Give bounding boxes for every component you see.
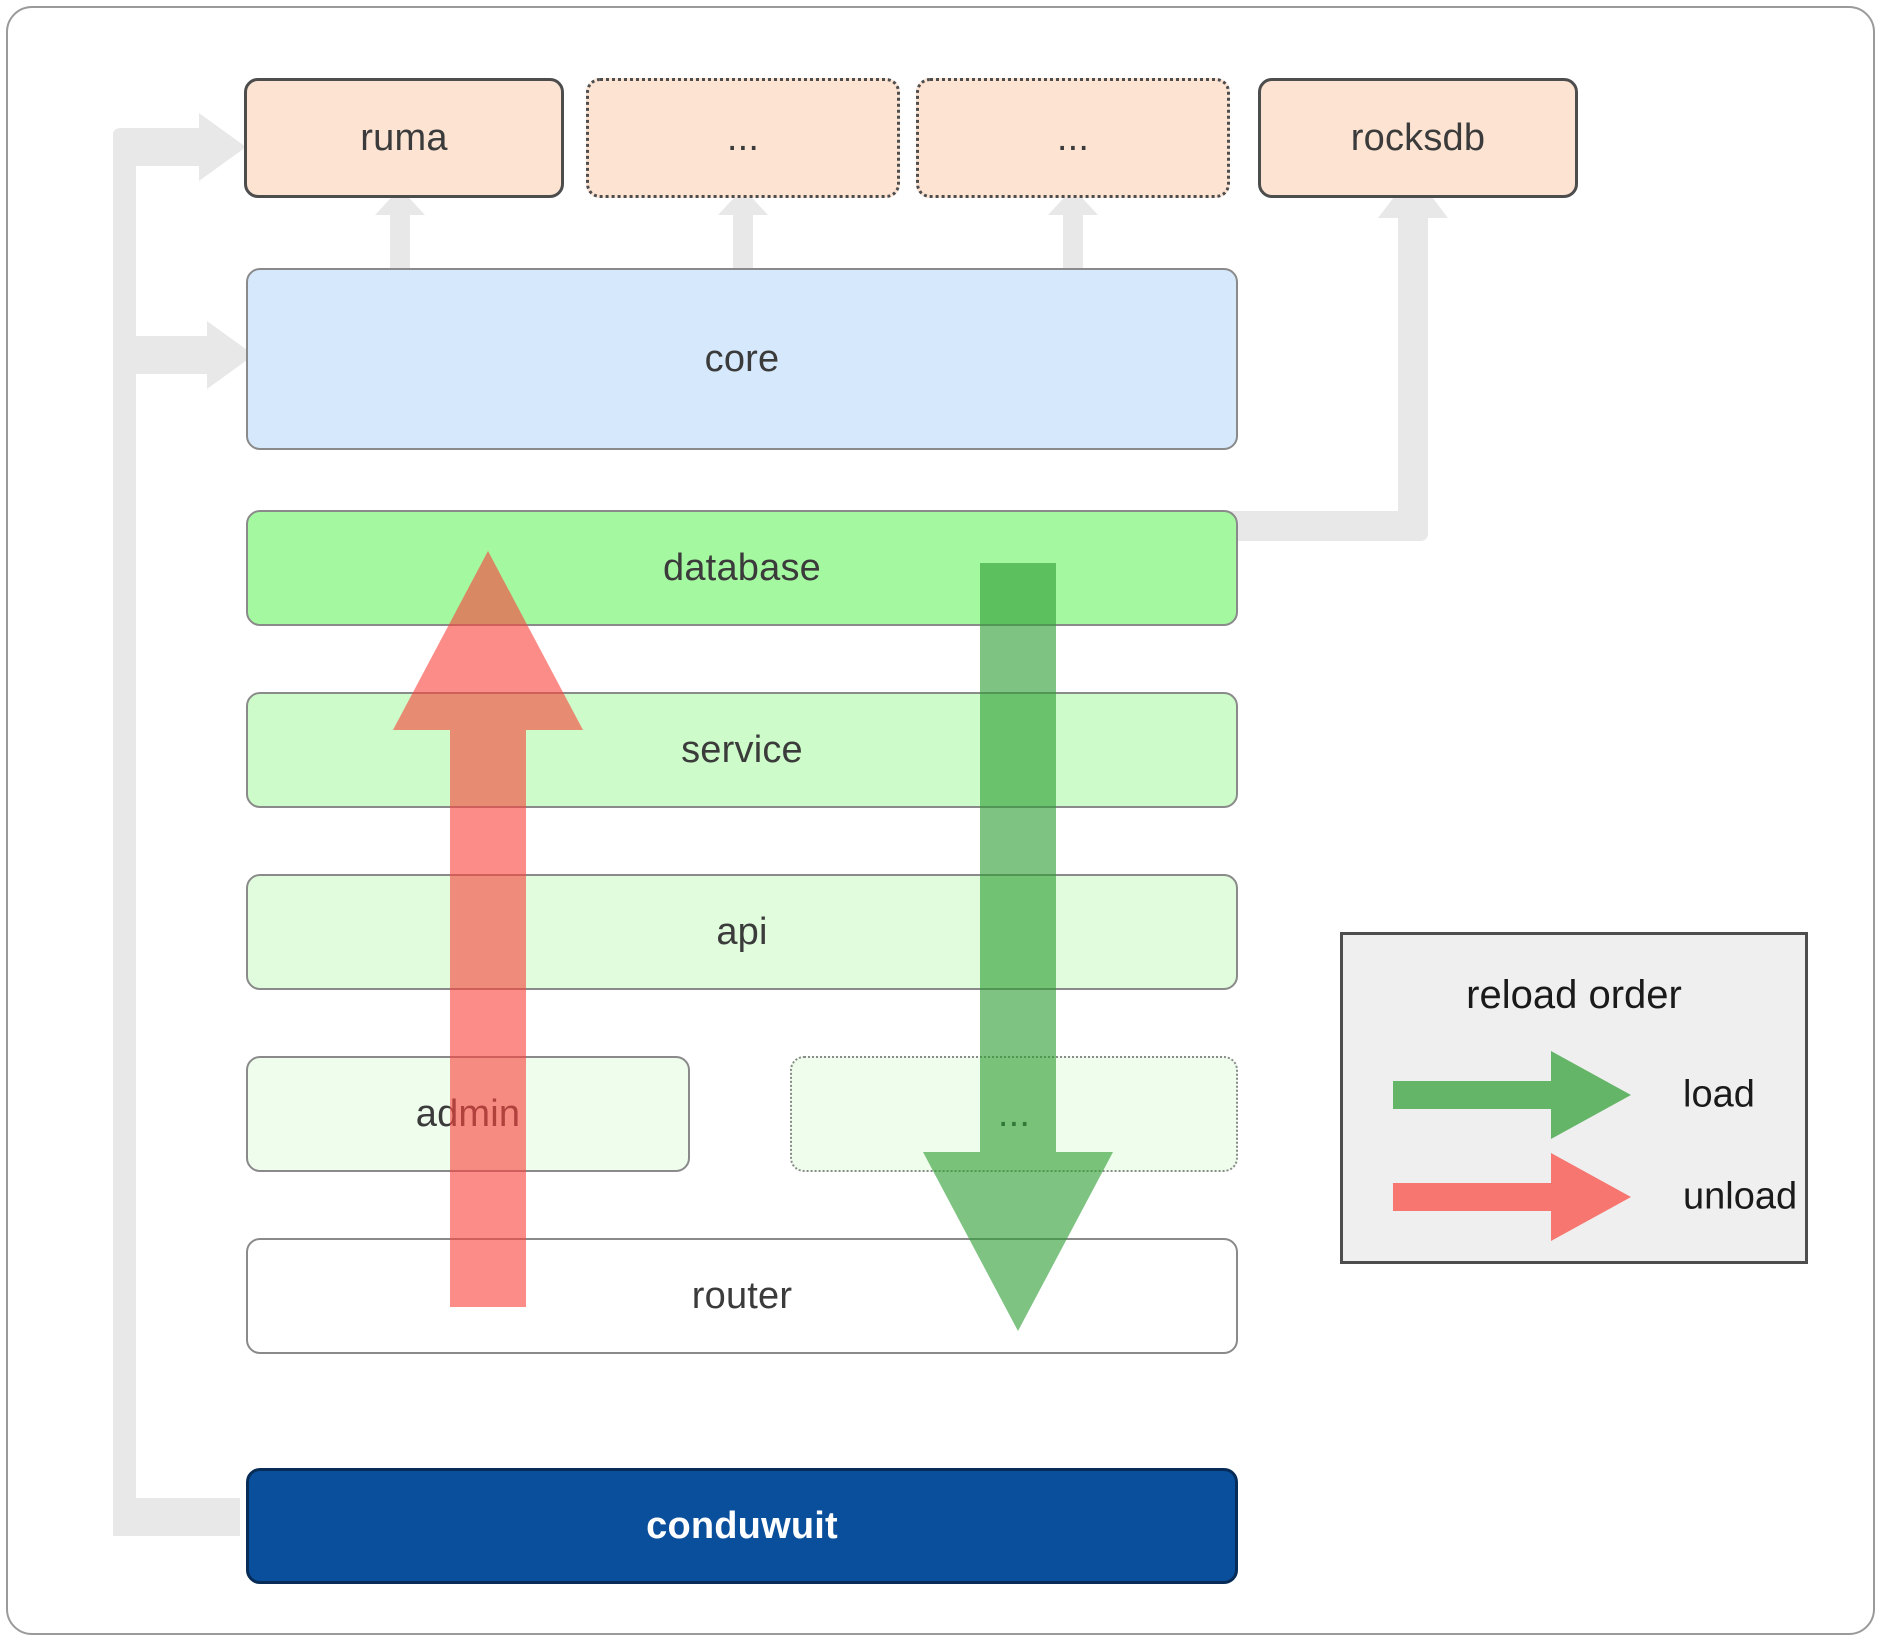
layer-api[interactable]: api — [246, 874, 1238, 990]
legend-panel: reload order load unload — [1340, 932, 1808, 1264]
load-arrow-icon — [1393, 1051, 1631, 1139]
legend-title: reload order — [1466, 973, 1682, 1017]
legend-row-load: load — [1383, 1045, 1783, 1145]
crate-placeholder-1[interactable]: ... — [586, 78, 900, 198]
legend-unload-label: unload — [1683, 1175, 1798, 1218]
crate-placeholder-1-label: ... — [726, 116, 760, 159]
layer-placeholder[interactable]: ... — [790, 1056, 1238, 1172]
crate-rocksdb[interactable]: rocksdb — [1258, 78, 1578, 198]
layer-router-label: router — [691, 1274, 793, 1317]
layer-core-label: core — [704, 337, 780, 380]
crate-rocksdb-label: rocksdb — [1350, 116, 1486, 159]
crate-ruma[interactable]: ruma — [244, 78, 564, 198]
layer-admin[interactable]: admin — [246, 1056, 690, 1172]
layer-router[interactable]: router — [246, 1238, 1238, 1354]
layer-service[interactable]: service — [246, 692, 1238, 808]
layer-admin-label: admin — [415, 1092, 521, 1135]
layer-placeholder-label: ... — [997, 1092, 1031, 1135]
layer-api-label: api — [716, 910, 768, 953]
layer-database[interactable]: database — [246, 510, 1238, 626]
crate-ruma-label: ruma — [360, 116, 448, 159]
legend-row-unload: unload — [1383, 1147, 1797, 1247]
unload-arrow-icon — [1393, 1153, 1631, 1241]
node-conduwuit-label: conduwuit — [646, 1504, 838, 1547]
legend-load-label: load — [1683, 1073, 1755, 1116]
layer-core[interactable]: core — [246, 268, 1238, 450]
crate-placeholder-2[interactable]: ... — [916, 78, 1230, 198]
crate-placeholder-2-label: ... — [1056, 116, 1090, 159]
layer-service-label: service — [681, 728, 803, 771]
node-conduwuit[interactable]: conduwuit — [246, 1468, 1238, 1584]
layer-database-label: database — [663, 546, 821, 589]
diagram-frame — [6, 6, 1875, 1635]
